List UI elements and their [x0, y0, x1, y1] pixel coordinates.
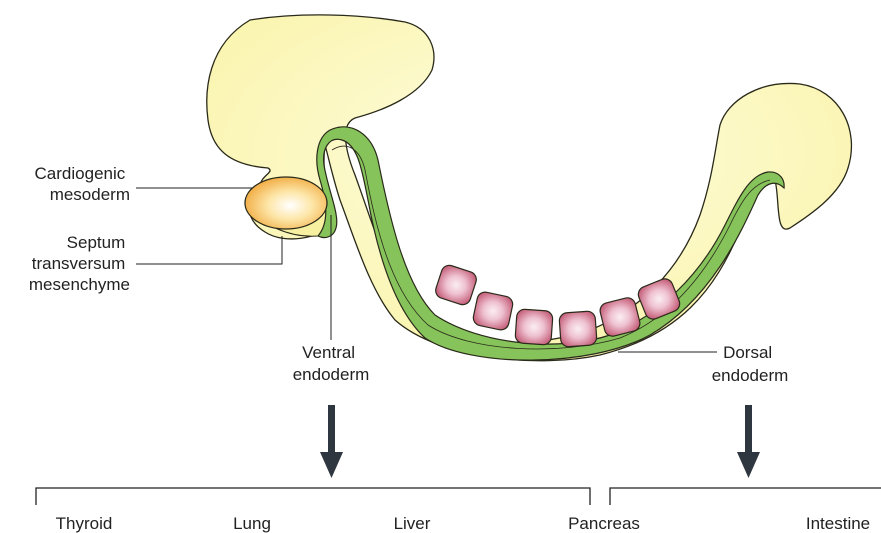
ventral-line1: Ventral — [302, 343, 355, 362]
organ-thyroid: Thyroid — [56, 514, 113, 533]
septum-line1: Septum — [67, 233, 126, 252]
somite — [559, 311, 597, 347]
dorsal-endoderm-label: Dorsal endoderm — [712, 343, 789, 385]
organ-intestine: Intestine — [806, 514, 870, 533]
dorsal-bracket — [610, 488, 881, 505]
organ-liver: Liver — [394, 514, 431, 533]
septum-line3: mesenchyme — [29, 275, 130, 294]
dorsal-line1: Dorsal — [723, 343, 772, 362]
ventral-line2: endoderm — [293, 365, 370, 384]
cardiogenic-line2: mesoderm — [50, 185, 130, 204]
dorsal-arrow — [737, 405, 760, 478]
cardiogenic-line1: Cardiogenic — [35, 164, 126, 183]
ventral-endoderm-label: Ventral endoderm — [293, 343, 370, 384]
somite — [434, 263, 479, 306]
cardiogenic-label: Cardiogenic mesoderm — [35, 164, 130, 204]
ventral-arrow — [320, 405, 343, 478]
dorsal-line2: endoderm — [712, 366, 789, 385]
organ-pancreas: Pancreas — [568, 514, 640, 533]
septum-leader-line — [136, 236, 282, 264]
somite — [515, 309, 553, 345]
cardiogenic-mesoderm — [245, 177, 327, 229]
somite — [472, 291, 514, 332]
ventral-bracket — [36, 488, 590, 505]
septum-label: Septum transversum mesenchyme — [29, 233, 130, 294]
septum-line2: transversum — [32, 254, 126, 273]
organ-lung: Lung — [233, 514, 271, 533]
